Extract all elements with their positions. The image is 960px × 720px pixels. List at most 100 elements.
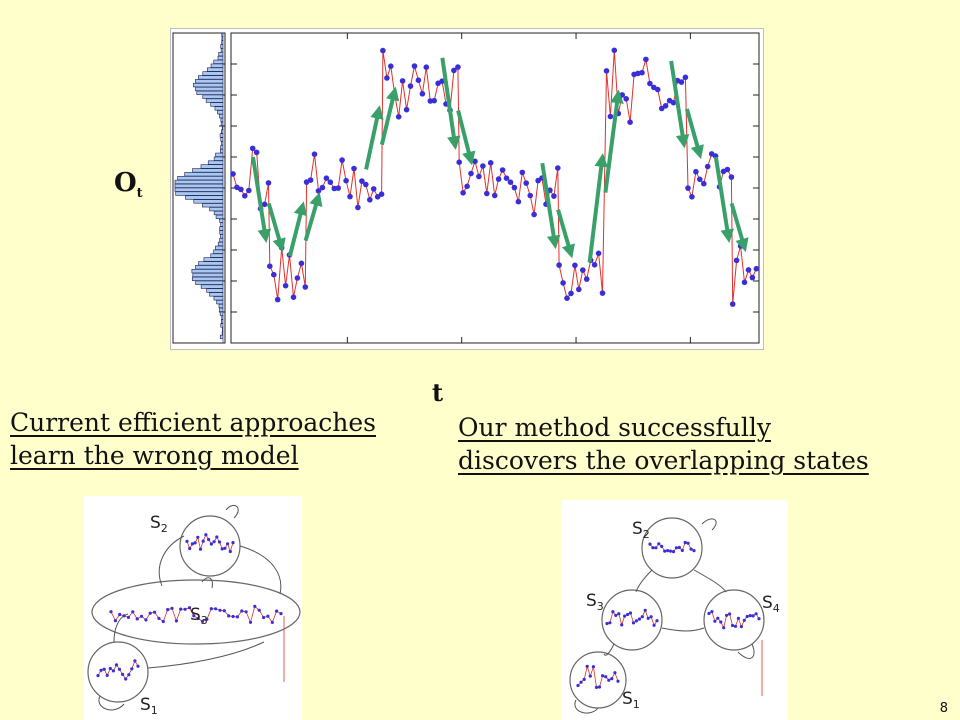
mini-point — [131, 610, 135, 614]
data-point — [319, 184, 326, 191]
data-point — [599, 290, 606, 296]
histogram-bar — [209, 292, 224, 297]
histogram-bar — [213, 210, 224, 216]
transition-edge — [603, 643, 615, 656]
histogram-bar — [214, 106, 224, 111]
histogram-bar — [221, 36, 224, 41]
mini-point — [710, 610, 714, 614]
data-point — [728, 174, 735, 180]
mini-point — [122, 614, 126, 618]
data-point — [274, 296, 281, 303]
time-series-plot — [172, 32, 760, 344]
mini-point — [660, 544, 664, 548]
data-point — [460, 190, 466, 196]
mini-point — [201, 539, 205, 543]
mini-point — [266, 614, 270, 618]
transition-edge — [147, 641, 265, 669]
transition-arrow — [556, 209, 575, 259]
mini-point — [626, 612, 630, 617]
data-point — [230, 171, 236, 177]
mini-point — [214, 607, 218, 611]
data-point — [519, 169, 526, 176]
histogram-bar — [213, 59, 224, 64]
series-line — [232, 50, 757, 305]
histogram-bar — [220, 323, 224, 328]
data-point — [363, 181, 369, 188]
histogram-bar — [219, 226, 224, 231]
state-node-s2 — [641, 517, 703, 579]
data-point — [556, 262, 562, 268]
mini-point — [135, 617, 139, 621]
mini-point — [616, 679, 620, 683]
transition-edge — [635, 569, 653, 593]
data-point — [411, 63, 418, 69]
data-point — [499, 167, 506, 173]
histogram-bar — [220, 145, 224, 150]
data-point — [623, 96, 629, 102]
mini-point — [227, 614, 231, 618]
data-point — [419, 91, 426, 97]
mini-point — [148, 611, 152, 615]
data-point — [701, 180, 707, 187]
mini-series-line — [577, 664, 619, 688]
data-point — [388, 63, 394, 69]
data-point — [591, 262, 598, 268]
mini-point — [231, 614, 235, 619]
transition-arrow — [540, 162, 561, 250]
histogram-bar — [219, 230, 224, 235]
histogram-bar — [195, 86, 224, 92]
data-point — [487, 160, 494, 166]
histogram-bar — [217, 55, 224, 61]
data-point — [729, 301, 736, 307]
mini-point — [614, 613, 618, 617]
data-point — [271, 271, 277, 278]
histogram-bar — [221, 40, 224, 45]
transition-edge — [693, 569, 727, 593]
caption-current-approaches: Current efficient approaches learn the w… — [10, 408, 377, 470]
histogram-bar — [216, 300, 224, 305]
state-label: S4 — [762, 593, 780, 615]
data-point — [627, 119, 633, 125]
mini-point — [745, 614, 749, 619]
data-point — [343, 177, 349, 184]
state-node-s3 — [91, 579, 301, 645]
histogram-bar — [215, 245, 224, 250]
transition-edge — [225, 505, 239, 519]
histogram-bar — [209, 207, 224, 212]
mini-point — [196, 616, 200, 621]
mini-point — [193, 541, 197, 545]
mini-point — [136, 664, 140, 668]
mini-point — [576, 683, 580, 688]
data-point — [359, 178, 365, 184]
transition-arrow — [287, 201, 308, 257]
data-point — [423, 64, 430, 70]
mini-point — [748, 614, 752, 618]
mini-point — [610, 677, 614, 681]
mini-point — [111, 669, 115, 673]
mini-point — [174, 619, 178, 623]
data-point — [431, 97, 438, 104]
histogram-bar — [207, 67, 224, 72]
mini-point — [739, 625, 743, 629]
data-point — [311, 151, 318, 157]
data-point — [670, 99, 677, 106]
mini-point — [608, 621, 612, 625]
transition-arrow — [603, 89, 624, 193]
data-point — [511, 184, 518, 191]
histogram-bar — [174, 187, 224, 192]
mini-point — [728, 612, 732, 616]
mini-point — [692, 549, 696, 553]
mini-point — [643, 608, 647, 612]
mini-point — [114, 663, 119, 667]
data-point — [685, 185, 691, 191]
mini-point — [198, 547, 203, 551]
histogram-bar — [174, 179, 224, 185]
histogram-bar — [200, 284, 224, 289]
transition-edge — [737, 643, 755, 659]
data-point — [639, 69, 645, 76]
transition-edge — [239, 545, 282, 595]
mini-point — [126, 615, 130, 619]
data-point — [456, 159, 463, 165]
data-point — [724, 166, 731, 173]
mini-point — [217, 540, 222, 544]
